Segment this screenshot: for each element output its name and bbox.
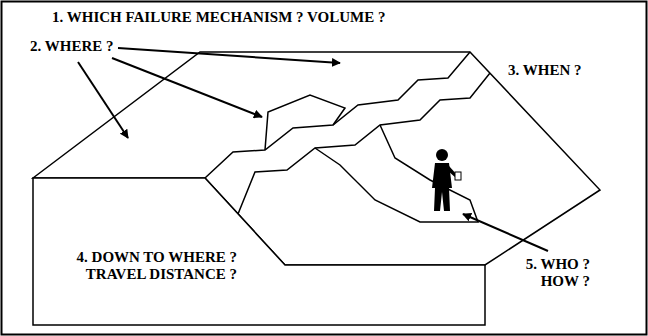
leader-arrow xyxy=(118,48,340,63)
person-figure xyxy=(432,149,461,211)
leader-arrow xyxy=(78,62,128,138)
landslide-scar xyxy=(265,95,345,150)
question-label: 2. WHERE ? xyxy=(30,38,114,55)
question-label: 5. WHO ? HOW ? xyxy=(500,256,590,290)
question-label: 3. WHEN ? xyxy=(508,62,581,79)
runout-lobe xyxy=(315,125,478,222)
question-label: 4. DOWN TO WHERE ? TRAVEL DISTANCE ? xyxy=(52,249,237,283)
scarp-foot xyxy=(238,73,490,214)
question-label: 1. WHICH FAILURE MECHANISM ? VOLUME ? xyxy=(52,9,385,26)
scarp-crest xyxy=(205,52,470,178)
leader-arrow xyxy=(112,58,262,117)
leader-arrow xyxy=(463,214,548,251)
block-front-face xyxy=(33,178,485,325)
